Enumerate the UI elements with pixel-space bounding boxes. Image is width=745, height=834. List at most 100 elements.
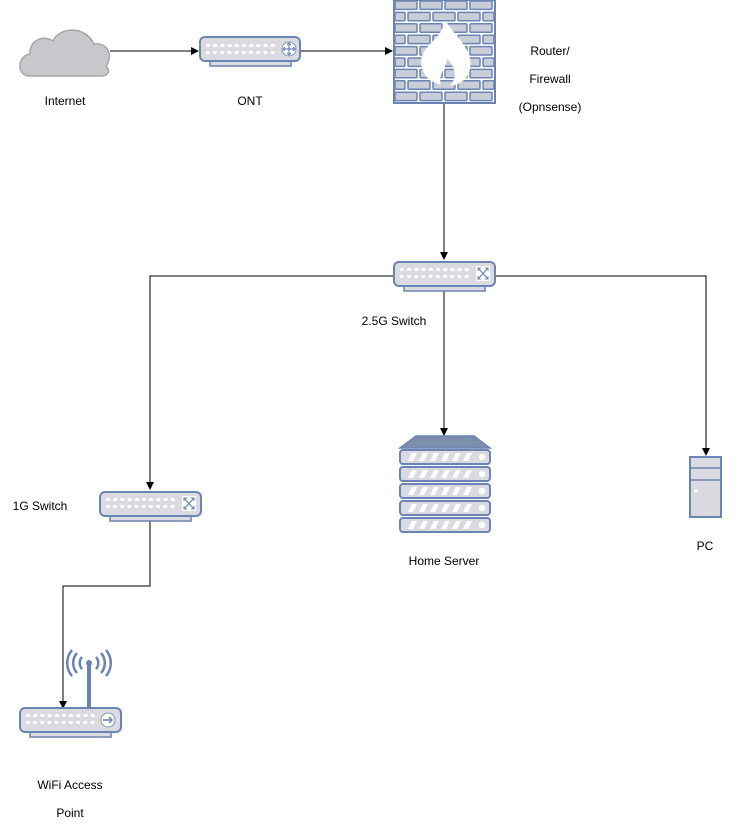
pc-label: PC xyxy=(696,539,714,553)
port-light xyxy=(142,505,146,508)
pc-tower-icon xyxy=(689,456,722,518)
wall-brick xyxy=(394,11,406,22)
wall-brick xyxy=(482,57,495,68)
port-light xyxy=(464,268,469,271)
port-light xyxy=(428,268,433,271)
port-light xyxy=(421,275,426,278)
wall-brick xyxy=(419,91,443,102)
wall-brick xyxy=(457,11,481,22)
port-light xyxy=(113,505,117,508)
port-light xyxy=(213,51,217,54)
port-light xyxy=(450,275,454,278)
port-light xyxy=(407,268,412,271)
port-light xyxy=(249,44,254,47)
port-light xyxy=(206,44,210,47)
edge-switch-25g-switch-1g xyxy=(146,275,394,490)
port-light xyxy=(436,275,440,278)
wall-brick xyxy=(394,57,406,68)
port-light xyxy=(40,721,44,724)
wall-brick xyxy=(394,91,418,102)
port-light xyxy=(54,721,59,724)
ont-device-icon xyxy=(199,36,301,67)
port-light xyxy=(170,505,175,508)
wall-brick xyxy=(469,91,493,102)
port-light xyxy=(69,714,74,717)
router-label-line-1: Router/ xyxy=(530,44,570,58)
server-unit xyxy=(399,500,491,516)
port-light xyxy=(149,505,153,508)
port-light xyxy=(54,714,59,717)
wall-brick xyxy=(394,0,418,11)
wall-brick xyxy=(394,23,418,33)
port-light xyxy=(206,51,210,54)
switch-1g-label: 1G Switch xyxy=(12,499,68,513)
port-light xyxy=(249,51,253,54)
port-light xyxy=(120,505,124,508)
port-light xyxy=(149,498,154,501)
port-light xyxy=(90,714,95,717)
switch-1g-icon xyxy=(99,491,202,522)
server-unit xyxy=(399,466,491,482)
wall-brick xyxy=(419,23,443,33)
port-light xyxy=(163,498,168,501)
wall-brick xyxy=(469,68,493,79)
wifi-ap-label: WiFi Access Point xyxy=(20,764,120,834)
port-light xyxy=(234,44,239,47)
router-firewall-icon xyxy=(393,0,496,104)
wall-brick xyxy=(469,0,493,11)
wall-brick xyxy=(469,45,493,56)
connectors xyxy=(59,47,710,709)
switch-25g-label: 2.5G Switch xyxy=(361,314,427,328)
port-light xyxy=(234,51,239,54)
port-light xyxy=(263,44,268,47)
port-light xyxy=(106,505,110,508)
port-light xyxy=(464,275,469,278)
wall-brick xyxy=(394,45,418,56)
wall-brick xyxy=(482,11,495,22)
wall-brick xyxy=(482,34,495,45)
port-light xyxy=(142,498,146,501)
port-light xyxy=(242,51,246,54)
port-light xyxy=(163,505,168,508)
home-server-label: Home Server xyxy=(408,554,480,568)
port-light xyxy=(414,268,419,271)
wall-brick xyxy=(432,11,456,22)
port-light xyxy=(26,714,30,717)
edge-switch-25g-pc xyxy=(495,275,710,456)
port-light xyxy=(47,721,52,724)
port-light xyxy=(134,505,139,508)
wifi-access-point-icon xyxy=(19,649,122,738)
port-light xyxy=(33,721,37,724)
port-light xyxy=(256,44,261,47)
port-light xyxy=(33,714,38,717)
port-light xyxy=(270,44,275,47)
router-label: Router/ Firewall (Opnsense) xyxy=(500,30,600,128)
port-light xyxy=(106,498,110,501)
port-light xyxy=(83,714,88,717)
port-light xyxy=(69,721,73,724)
port-light xyxy=(90,721,95,724)
port-light xyxy=(134,498,139,501)
wifi-ap-label-line-1: WiFi Access xyxy=(37,778,103,792)
wall-brick xyxy=(419,0,443,11)
wall-brick xyxy=(407,34,431,45)
port-light xyxy=(227,44,232,47)
port-light xyxy=(414,275,418,278)
wall-brick xyxy=(444,91,468,102)
port-light xyxy=(83,721,88,724)
port-light xyxy=(400,275,404,278)
port-light xyxy=(400,268,404,271)
port-light xyxy=(220,51,224,54)
wall-brick xyxy=(482,80,495,90)
wall-brick xyxy=(394,80,406,90)
port-light xyxy=(26,721,30,724)
network-diagram xyxy=(19,0,722,738)
port-light xyxy=(170,498,175,501)
internet-label: Internet xyxy=(44,94,86,108)
port-light xyxy=(113,498,118,501)
port-light xyxy=(156,505,160,508)
edge-switch-1g-wifi-ap xyxy=(59,521,151,709)
port-light xyxy=(436,268,440,271)
port-light xyxy=(443,268,448,271)
wall-brick xyxy=(394,68,418,79)
